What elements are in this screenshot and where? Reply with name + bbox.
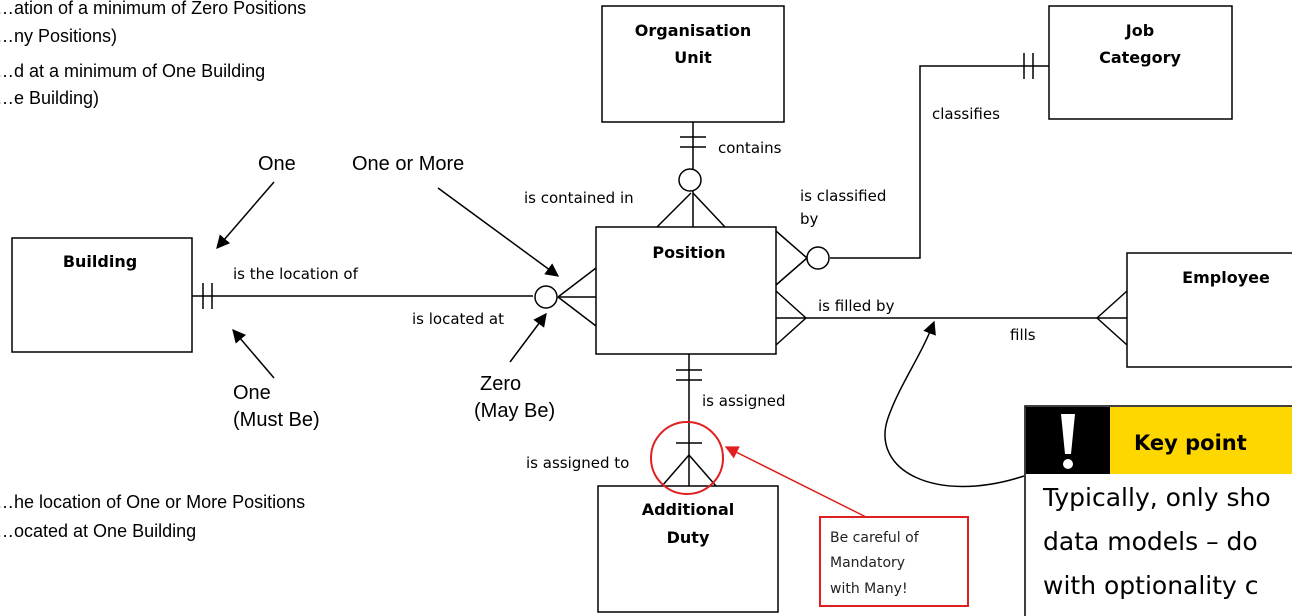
label-is-assigned: is assigned bbox=[702, 392, 786, 410]
rel-job-category-position bbox=[775, 53, 1049, 286]
note-line-5: …he location of One or More Positions bbox=[0, 492, 305, 512]
annotation-zero-may-be-arrow bbox=[509, 312, 547, 363]
label-is-classified-by-2: by bbox=[800, 210, 819, 228]
entity-additional-duty-line-1: Additional bbox=[642, 500, 735, 519]
rel-building-position bbox=[192, 267, 597, 327]
key-point-title: Key point bbox=[1134, 431, 1247, 455]
label-is-assigned-to: is assigned to bbox=[526, 454, 629, 472]
label-classifies: classifies bbox=[932, 105, 1000, 123]
entity-employee-label: Employee bbox=[1182, 268, 1270, 287]
warning-arrow bbox=[724, 446, 867, 518]
entity-organisation-unit-line-1: Organisation bbox=[635, 21, 751, 40]
entity-building: Building bbox=[11, 237, 193, 353]
entity-position: Position bbox=[595, 226, 777, 355]
key-point-curved-arrow bbox=[884, 320, 1025, 488]
annotation-one-must-be-arrow bbox=[232, 328, 275, 379]
label-is-filled-by: is filled by bbox=[818, 297, 895, 315]
entity-organisation-unit: Organisation Unit bbox=[601, 5, 785, 123]
annotation-one-top-arrow bbox=[216, 181, 275, 250]
label-contains: contains bbox=[718, 139, 782, 157]
warning-callout: Be careful of Mandatory with Many! bbox=[819, 516, 969, 607]
annotation-zero-may-be-line-2: (May Be) bbox=[474, 400, 555, 422]
label-is-classified-by-1: is classified bbox=[800, 187, 886, 205]
note-line-3: …d at a minimum of One Building bbox=[0, 61, 265, 81]
label-is-contained-in: is contained in bbox=[524, 189, 634, 207]
entity-additional-duty-line-2: Duty bbox=[667, 528, 710, 547]
entity-organisation-unit-line-2: Unit bbox=[674, 48, 712, 67]
annotation-zero-may-be-line-1: Zero bbox=[480, 373, 521, 395]
exclamation-icon bbox=[1061, 414, 1075, 469]
warning-highlight-circle bbox=[650, 421, 724, 495]
rel-position-additional-duty bbox=[661, 354, 717, 487]
rel-org-unit-position bbox=[656, 122, 726, 228]
bottom-notes: …he location of One or More Positions …o… bbox=[0, 492, 305, 541]
annotation-one-or-more-arrow bbox=[437, 187, 560, 277]
label-fills: fills bbox=[1010, 326, 1036, 344]
top-notes: …ation of a minimum of Zero Positions …n… bbox=[0, 0, 306, 108]
entity-job-category-line-2: Category bbox=[1099, 48, 1181, 67]
key-point-box: Key point Typically, only sho data model… bbox=[1024, 405, 1292, 616]
note-line-6: …ocated at One Building bbox=[0, 521, 196, 541]
note-line-1: …ation of a minimum of Zero Positions bbox=[0, 0, 306, 18]
note-line-2: …ny Positions) bbox=[0, 26, 117, 46]
annotation-one-must-be-line-1: One bbox=[233, 382, 271, 404]
annotation-one-must-be-line-2: (Must Be) bbox=[233, 409, 320, 431]
entity-additional-duty: Additional Duty bbox=[597, 485, 779, 613]
rel-employee-position bbox=[775, 290, 1128, 346]
key-point-header bbox=[1110, 407, 1292, 474]
entity-job-category: Job Category bbox=[1048, 5, 1233, 120]
warning-line-1: Be careful of bbox=[830, 530, 920, 546]
warning-line-3: with Many! bbox=[830, 581, 908, 597]
entity-job-category-line-1: Job bbox=[1125, 21, 1154, 40]
key-point-line-1: Typically, only sho bbox=[1042, 483, 1271, 512]
warning-line-2: Mandatory bbox=[830, 555, 905, 571]
label-is-located-at: is located at bbox=[412, 310, 504, 328]
annotation-one-top: One bbox=[258, 153, 296, 175]
entity-position-label: Position bbox=[652, 243, 725, 262]
note-line-4: …e Building) bbox=[0, 88, 99, 108]
annotation-one-or-more: One or More bbox=[352, 153, 464, 175]
key-point-line-3: with optionality c bbox=[1043, 571, 1259, 600]
entity-employee: Employee bbox=[1126, 252, 1292, 368]
key-point-line-2: data models – do bbox=[1043, 527, 1258, 556]
entity-building-label: Building bbox=[63, 252, 137, 271]
label-is-the-location-of: is the location of bbox=[233, 265, 359, 283]
